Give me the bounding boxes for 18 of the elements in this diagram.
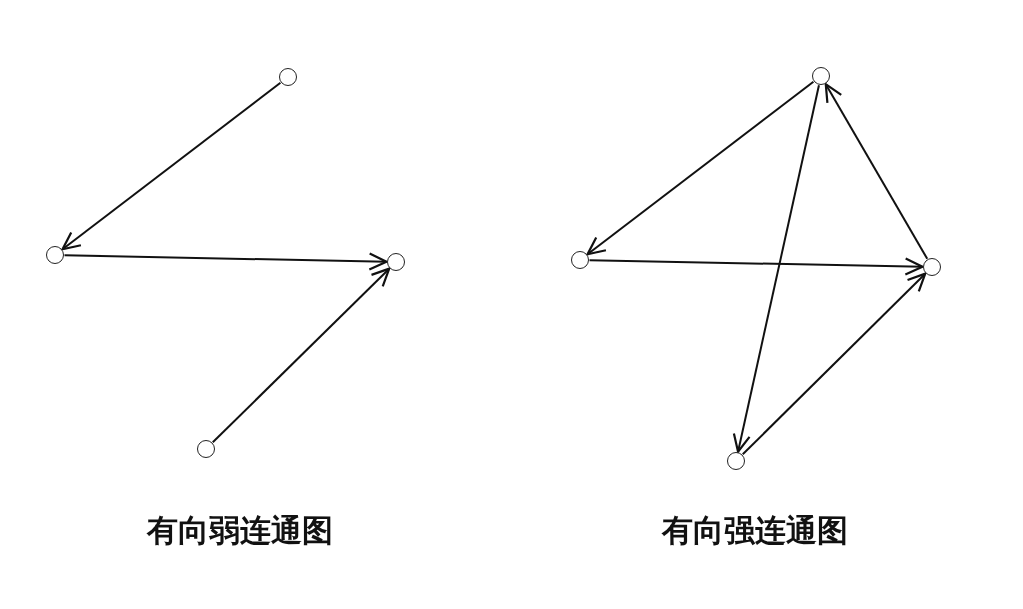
circle-node [923,258,941,276]
arrow [211,267,391,444]
circle-node [279,68,297,86]
arrow [732,84,820,453]
circle-node [387,253,405,271]
arrow [824,83,929,260]
arrow [586,80,815,256]
graph-caption: 有向弱连通图 [147,511,333,550]
arrow [61,81,282,251]
circle-node [812,67,830,85]
arrow [741,272,927,456]
circle-node [727,452,745,470]
arrow [588,257,924,276]
arrow [63,252,388,271]
circle-node [197,440,215,458]
circle-node [571,251,589,269]
graph-caption: 有向强连通图 [662,511,848,550]
circle-node [46,246,64,264]
